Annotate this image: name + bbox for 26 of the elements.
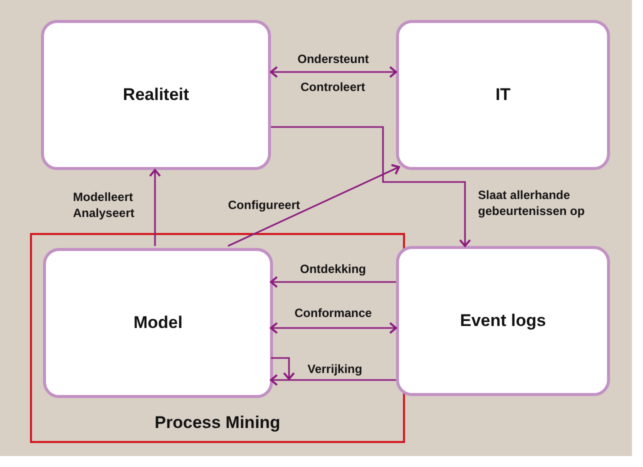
edge-label: Conformance <box>294 306 372 322</box>
edge-label: Modelleert Analyseert <box>73 190 136 222</box>
edge-label: Slaat allerhande gebeurtenissen op <box>478 188 586 220</box>
box-label: Realiteit <box>122 85 190 105</box>
arrow <box>271 357 295 380</box>
arrow <box>270 276 396 288</box>
edge-label: Verrijking <box>308 362 362 378</box>
edge-label: Ondersteunt <box>298 52 369 68</box>
box-label: Model <box>133 313 183 333</box>
box-label: Event logs <box>460 311 546 331</box>
box-label: IT <box>495 85 511 105</box>
arrow <box>228 164 400 247</box>
process-box <box>43 248 273 398</box>
arrow <box>270 322 397 334</box>
edge-label: Ontdekking <box>300 262 366 278</box>
process-box <box>41 20 271 170</box>
arrow <box>149 169 161 246</box>
arrow <box>271 126 471 247</box>
annotation-text: Controleert <box>300 80 366 96</box>
box-label: Process Mining <box>154 413 282 433</box>
process-box <box>396 246 610 396</box>
process-box <box>396 20 610 170</box>
arrow <box>270 66 397 78</box>
edge-label: Configureert <box>228 198 300 214</box>
arrow <box>270 374 396 386</box>
group-frame <box>30 233 405 443</box>
